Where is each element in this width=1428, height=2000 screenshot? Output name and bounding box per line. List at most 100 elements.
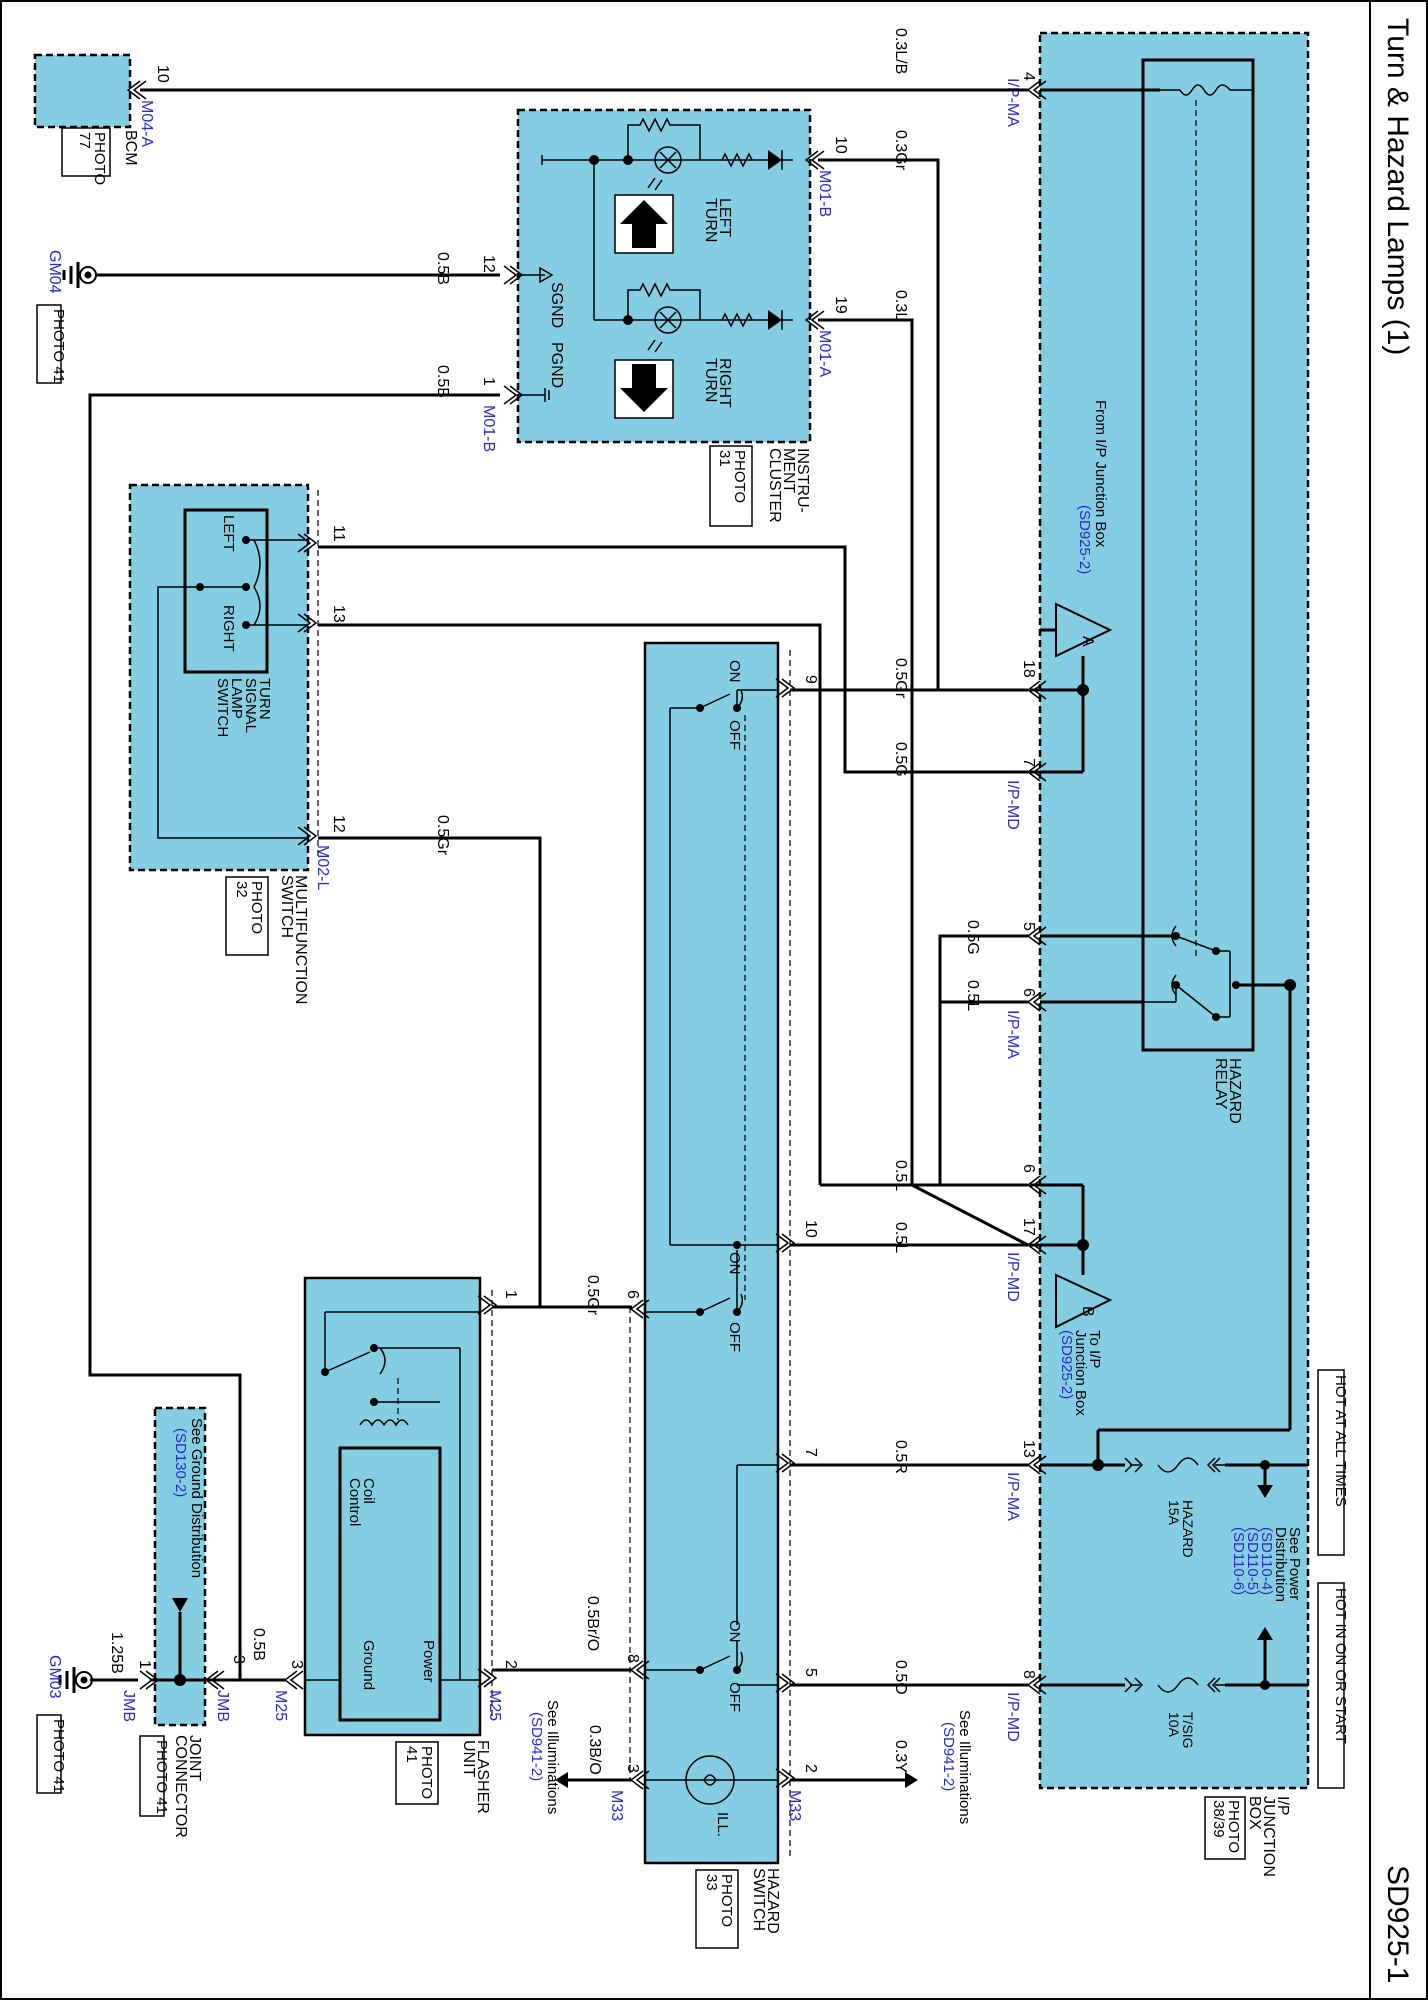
wire-label-05O: 0.5O (892, 1660, 909, 1695)
wire-label-05Gr-a: 0.5Gr (434, 815, 451, 856)
wire-label-05G-b: 0.5G (964, 920, 981, 955)
flasher-relay-contact (321, 1311, 480, 1680)
ill-ref-left: (SD941-2) (528, 1712, 545, 1781)
cluster-photo-num: 31 (716, 450, 733, 467)
hs-conn-3: M33 (608, 1790, 625, 1821)
svg-text:(SD110-5): (SD110-5) (1244, 1527, 1261, 1595)
ill-arrow-left-icon (555, 1772, 568, 1788)
cluster-pin-12: 12 (480, 255, 497, 273)
switch2-on: ON (726, 1252, 743, 1275)
to-ip-box-label: To I/P (1086, 1330, 1103, 1368)
svg-text:(SD110-4): (SD110-4) (1258, 1527, 1275, 1595)
wire-label-05B-a: 0.5B (434, 252, 451, 285)
page-title: Turn & Hazard Lamps (1) (1381, 18, 1414, 355)
relay-coil-icon (1179, 84, 1231, 96)
wire-05G-a (318, 545, 1028, 774)
left-turn-indicator (541, 117, 793, 320)
ip-box-photo: PHOTO (1225, 1800, 1242, 1853)
ill-arrow-right-icon (905, 1772, 918, 1788)
svg-text:CONNECTOR: CONNECTOR (172, 1735, 189, 1838)
mf-connector: M02-L (314, 845, 331, 890)
fuse-hazard-amp: 15A (1166, 1500, 1182, 1526)
ip-conn-md-3: I/P-MD (1004, 1692, 1021, 1742)
mf-pin-12: 12 (330, 815, 347, 833)
bcm-module (33, 53, 132, 129)
mf-pin-11: 11 (330, 525, 347, 542)
svg-text:JUNCTION: JUNCTION (1260, 1796, 1277, 1877)
ground-arrow-icon (172, 1598, 188, 1612)
gm03-label: GM03 (46, 1655, 63, 1699)
hazard-switch-label: HAZARD SWITCH (750, 1868, 781, 1934)
wire-label-05L-a: 0.5L (892, 1160, 909, 1191)
from-ip-box-ref: (SD925-2) (1076, 505, 1093, 574)
ill-lamp-icon (685, 1755, 735, 1805)
hot-all-times-label: HOT AT ALL TIMES (1332, 1375, 1349, 1507)
gm04-photo-frame (36, 304, 62, 384)
hot-all-times-frame (1317, 1369, 1345, 1556)
ill-ref-right: (SD941-2) (940, 1722, 957, 1791)
svg-text:CLUSTER: CLUSTER (766, 448, 783, 523)
right-turn-label: RIGHT (716, 358, 733, 408)
wire-05Gr-a (318, 836, 542, 1309)
sgnd-icon (539, 266, 554, 284)
hazard-relay-label-2: RELAY (1212, 1058, 1229, 1110)
connector-b-label: B (1079, 1306, 1096, 1317)
left-turn-label: LEFT (716, 198, 733, 237)
wire-05L-b (938, 1000, 1028, 1187)
hazard-switch-contact-1 (669, 689, 778, 1300)
connector-a-label: A (1079, 636, 1096, 647)
flasher-inner-box (338, 1446, 442, 1722)
wire-05L-c (820, 1183, 1029, 1247)
to-ip-box-label-2: Junction Box (1072, 1330, 1089, 1416)
cluster-conn-b2: M01-B (480, 405, 497, 452)
see-ground-ref: (SD130-2) (172, 1428, 189, 1497)
ip-box-photo-frame (1204, 1796, 1246, 1860)
wire-03Gr (818, 158, 1028, 692)
hs-pin-5: 5 (802, 1668, 819, 1677)
cluster-pin-10: 10 (832, 136, 849, 154)
fu-conn-m25-right: M25 (486, 1690, 503, 1721)
svg-text:See Power: See Power (1286, 1527, 1303, 1600)
see-ground-label: See Ground Distribution (188, 1418, 205, 1578)
bcm-label: BCM (122, 130, 139, 166)
joint-connector-label: JOINT CONNECTOR (172, 1735, 203, 1838)
wire-label-05Gr-b: 0.5Gr (892, 658, 909, 699)
wire-label-125B: 1.25B (108, 1632, 125, 1674)
hs-pin-6: 6 (624, 1290, 641, 1299)
wire-03L (818, 318, 1028, 1187)
to-ip-box-ref: (SD925-2) (1058, 1330, 1075, 1399)
ill-see-right: See Illuminations (956, 1710, 973, 1824)
switch-right-label: RIGHT (220, 605, 237, 652)
turn-signal-switch-label: TURN SIGNAL LAMP SWITCH (214, 678, 273, 737)
ip-junction-box (1038, 31, 1310, 1790)
wire-label-05BrO: 0.5Br/O (584, 1596, 601, 1651)
fu-conn-m25-left: M25 (272, 1690, 289, 1721)
switch3-off: OFF (726, 1682, 743, 1712)
ip-pin-6b: 6 (1020, 1164, 1037, 1173)
power-arrow-up-icon (1257, 1627, 1273, 1640)
right-turn-indicator (594, 282, 793, 419)
cluster-photo: PHOTO (731, 450, 748, 503)
cluster-photo-frame (709, 445, 753, 527)
wire-label-03BO: 0.3B/O (586, 1725, 603, 1775)
fu-pin-2: 2 (502, 1660, 519, 1669)
ground-gm03-icon (58, 1667, 93, 1693)
power-arrow-down-icon (1257, 1485, 1273, 1498)
ip-pin-8: 8 (1020, 1670, 1037, 1679)
ill-see-left: See Illuminations (544, 1700, 561, 1814)
ip-pin-17: 17 (1020, 1218, 1037, 1236)
svg-text:TURN: TURN (256, 678, 273, 720)
hs-pin-2: 2 (802, 1764, 819, 1773)
hazard-switch-contact-3 (645, 1464, 778, 1686)
hazard-switch-photo: PHOTO (718, 1874, 735, 1927)
wire-label-03LB: 0.3L/B (892, 28, 909, 74)
right-turn-label-2: TURN (702, 358, 719, 402)
hazard-switch-contact-2 (645, 1241, 778, 1316)
from-ip-box-label: From I/P Junction Box (1092, 400, 1109, 548)
multifunction-switch (128, 483, 310, 872)
turn-signal-switch-box (183, 508, 269, 674)
fu-pin-1: 1 (502, 1290, 519, 1299)
ip-pin-18: 18 (1020, 660, 1037, 678)
hs-pin-3: 3 (624, 1764, 641, 1773)
jc-conn-left: JMB (120, 1690, 137, 1722)
